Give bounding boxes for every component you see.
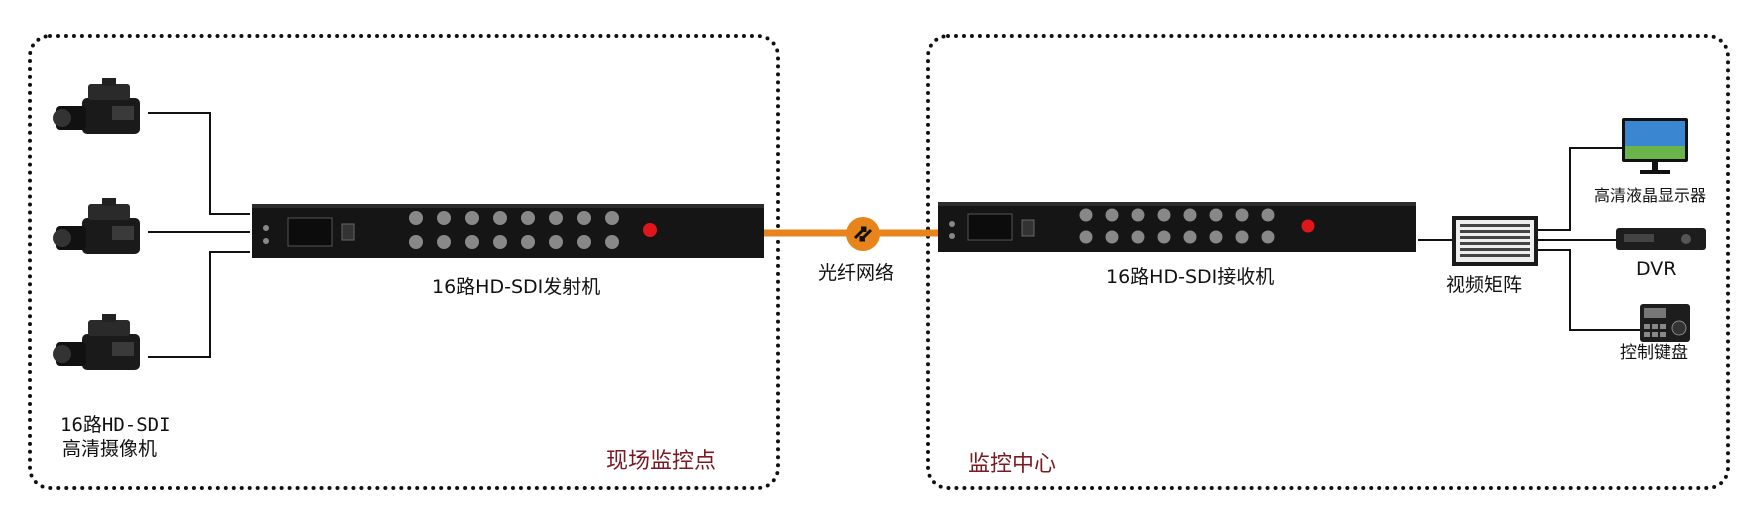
matrix-caption: 视频矩阵: [1446, 274, 1523, 296]
site-monitoring-label: 现场监控点: [606, 449, 717, 474]
monitor-caption: 高清液晶显示器: [1594, 186, 1707, 205]
camera-caption-line1: 16路HD-SDI: [60, 414, 171, 436]
dvr-caption: DVR: [1636, 258, 1677, 280]
fiber-caption: 光纤网络: [818, 262, 895, 284]
hd-camera-3-icon: [53, 314, 140, 370]
dvr-icon: [1616, 228, 1706, 250]
receiver-device-icon: [938, 202, 1416, 252]
transmitter-caption: 16路HD-SDI发射机: [432, 276, 601, 298]
monitoring-center-zone: [926, 34, 1730, 490]
matrix-monitor-cable: [1538, 147, 1625, 231]
video-matrix-icon: [1452, 216, 1538, 266]
monitoring-center-label: 监控中心: [968, 452, 1057, 477]
hd-camera-2-icon: [53, 198, 140, 254]
transmitter-device-icon: [252, 204, 764, 258]
receiver-caption: 16路HD-SDI接收机: [1106, 266, 1275, 288]
camera-1-cable: [148, 112, 250, 215]
site-monitoring-zone: [28, 34, 780, 490]
fiber-network-icon: [846, 217, 880, 251]
camera-3-cable: [148, 251, 250, 358]
hd-camera-1-icon: [53, 78, 140, 134]
lcd-monitor-icon: [1622, 118, 1688, 174]
camera-caption-line2: 高清摄像机: [62, 438, 158, 460]
control-keyboard-icon: [1640, 304, 1690, 342]
matrix-keyboard-cable: [1538, 249, 1640, 331]
keyboard-caption: 控制键盘: [1620, 343, 1688, 363]
